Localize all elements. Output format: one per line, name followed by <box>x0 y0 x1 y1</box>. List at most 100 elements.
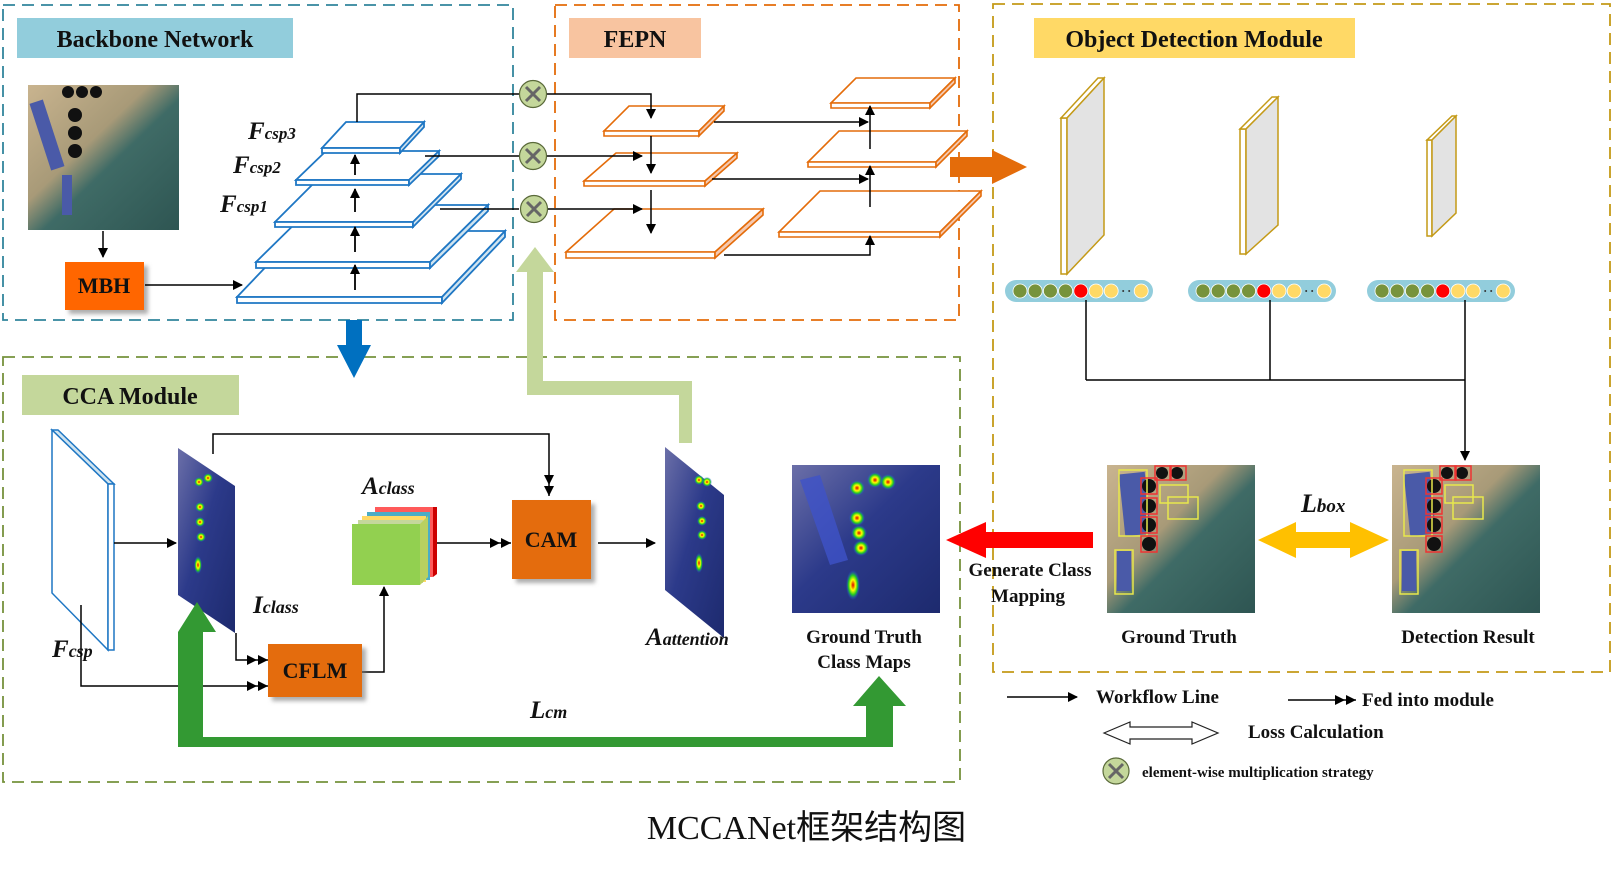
token-dot <box>1420 283 1435 299</box>
cam-block <box>512 500 591 579</box>
cflm-block <box>268 644 362 697</box>
ellipsis-dot <box>1311 290 1314 292</box>
ellipsis-dot <box>1484 290 1487 292</box>
detection-title: Object Detection Module <box>1065 27 1323 53</box>
token-dot <box>1286 283 1302 299</box>
figure-caption: MCCANet框架结构图 <box>646 810 967 847</box>
mbh-label: MBH <box>78 273 131 298</box>
backbone-to-cca-arrow <box>337 320 371 378</box>
cca-frame <box>2 356 961 783</box>
lbox-label: Lbox <box>1300 489 1346 518</box>
legend-multiply-label: element-wise multiplication strategy <box>1142 765 1374 781</box>
line-csp3-to-mult <box>356 93 519 122</box>
fcsp2-label: Fcsp2 <box>232 152 281 179</box>
token-dot <box>1241 283 1256 299</box>
fcsp3-label: Fcsp3 <box>247 118 296 145</box>
legend-loss-arrow <box>1102 721 1220 745</box>
fepn-plate <box>581 151 740 188</box>
cflm-label: CFLM <box>283 658 348 683</box>
token-dot <box>1389 283 1405 299</box>
detection-token-bars <box>1005 280 1515 302</box>
backbone-plate-5 <box>319 119 427 156</box>
fepn-arrows <box>547 93 875 256</box>
input-satellite-image <box>28 85 179 230</box>
backbone-feature-pyramid <box>234 119 508 306</box>
token-dot <box>1088 283 1104 299</box>
detection-map-large <box>1059 76 1106 276</box>
backbone-plate-4 <box>293 148 442 188</box>
multiply-nodes <box>518 79 549 224</box>
iclass-label: Iclass <box>252 592 299 619</box>
fepn-plate <box>829 76 957 110</box>
fepn-title-bg <box>569 18 701 58</box>
detection-frame <box>992 3 1611 673</box>
generate-class-mapping-arrow <box>946 522 1093 558</box>
token-dot <box>1465 283 1481 299</box>
cca-title: CCA Module <box>62 384 198 410</box>
token-dot <box>1133 283 1149 299</box>
backbone-title: Backbone Network <box>57 27 254 53</box>
backbone-plate-3 <box>272 171 464 230</box>
detection-merge-lines <box>1085 300 1470 461</box>
detection-feature-maps <box>1059 76 1458 276</box>
multiply-icon <box>518 79 548 109</box>
token-dot <box>1271 283 1287 299</box>
iclass-heatmap <box>178 448 235 633</box>
token-dot <box>1027 283 1043 299</box>
ellipsis-dot <box>1128 290 1131 292</box>
attention-to-fepn-arrow <box>516 247 692 443</box>
ground-truth-label: Ground Truth <box>1121 627 1237 648</box>
fcsp-label: Fcsp <box>51 636 93 663</box>
ellipsis-dot <box>1490 290 1493 292</box>
cam-label: CAM <box>525 527 578 552</box>
aattention-label: Aattention <box>644 624 729 651</box>
token-dot <box>1103 283 1119 299</box>
token-dot <box>1073 283 1089 299</box>
detection-result-image <box>1392 465 1540 613</box>
aclass-label: Aclass <box>360 473 415 500</box>
token-dot <box>1450 283 1466 299</box>
ellipsis-dot <box>1305 290 1308 292</box>
legend: Workflow Line Fed into module Loss Calcu… <box>1007 687 1494 785</box>
fepn-plate <box>806 129 969 169</box>
fepn-right-pyramid <box>777 76 983 239</box>
token-dot <box>1316 283 1332 299</box>
fepn-plate <box>602 104 726 138</box>
fcsp1-label: Fcsp1 <box>219 191 268 218</box>
generate-label-line2: Mapping <box>991 586 1065 607</box>
detection-title-bg <box>1034 18 1355 58</box>
lcm-label: Lcm <box>529 697 567 724</box>
token-dot <box>1058 283 1073 299</box>
token-dot <box>1495 283 1511 299</box>
token-dot <box>1256 283 1272 299</box>
aattention-heatmap <box>665 447 724 638</box>
detection-result-label: Detection Result <box>1401 627 1535 648</box>
aclass-cube <box>352 507 437 585</box>
legend-fed-label: Fed into module <box>1362 690 1494 711</box>
token-dot <box>1012 283 1028 299</box>
backbone-frame <box>2 4 514 321</box>
fepn-plate <box>563 207 766 260</box>
fepn-plate <box>777 189 983 239</box>
ground-truth-image <box>1107 465 1255 613</box>
gt-class-maps-image <box>792 465 940 613</box>
token-dot <box>1374 283 1390 299</box>
detection-map-medium <box>1238 95 1280 256</box>
lbox-double-arrow <box>1258 522 1389 558</box>
multiply-icon <box>519 194 549 224</box>
ellipsis-dot <box>1122 290 1125 292</box>
gt-class-maps-line1: Ground Truth <box>806 627 922 648</box>
token-dot <box>1435 283 1451 299</box>
generate-label-line1: Generate Class <box>969 560 1092 581</box>
backbone-title-bg <box>17 18 293 58</box>
fepn-left-pyramid <box>563 104 766 260</box>
token-dot <box>1405 283 1420 299</box>
token-dot <box>1043 283 1058 299</box>
cca-title-bg <box>22 375 239 415</box>
detection-map-small <box>1425 114 1458 238</box>
multiply-icon <box>518 141 548 171</box>
token-dot <box>1226 283 1241 299</box>
token-dot <box>1195 283 1211 299</box>
legend-loss-label: Loss Calculation <box>1248 722 1384 743</box>
cca-connectors <box>80 433 656 691</box>
